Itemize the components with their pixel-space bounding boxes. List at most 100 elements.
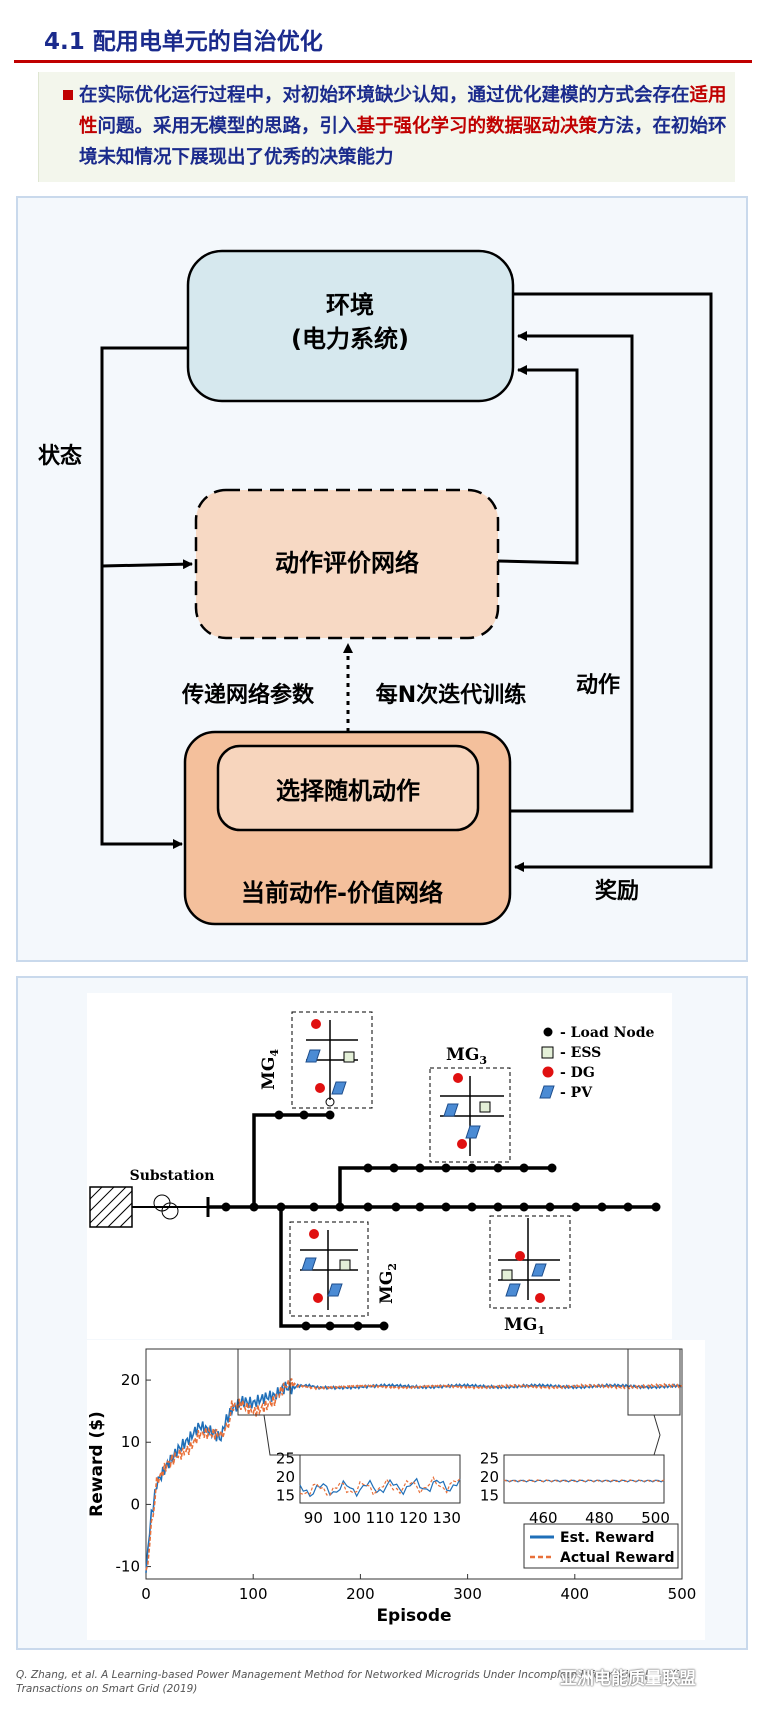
inset-1-lines [299, 1476, 461, 1498]
mg2-branch [279, 1207, 386, 1328]
mg3-branch [338, 1166, 555, 1207]
series-line-1 [145, 1378, 683, 1571]
mg3-branch-nodes [363, 1163, 557, 1173]
mg1-dg-icon [515, 1251, 525, 1261]
mg3-pv-icon-2 [465, 1125, 481, 1139]
critic-network-label: 动作评价网络 [275, 549, 419, 577]
train-every-label: 每N次迭代训练 [376, 682, 526, 708]
inset-x-tick: 130 [432, 1509, 461, 1527]
legend-dg: - DG [560, 1065, 595, 1081]
mg2-pv-icon-2 [327, 1283, 343, 1297]
environment-subtitle: (电力系统) [291, 325, 409, 353]
legend-ess: - ESS [560, 1045, 601, 1061]
intro-part-1: 在实际优化运行过程中，对初始环境缺少认知，通过优化建模的方式会存在 [79, 85, 690, 106]
y-tick-label: 20 [121, 1371, 140, 1389]
legend-ess-icon [541, 1046, 554, 1059]
inset-y-tick: 20 [480, 1468, 499, 1486]
citation-line-1: Q. Zhang, et al. A Learning-based Power … [16, 1669, 686, 1681]
transformer-icon-2 [161, 1202, 179, 1220]
x-tick-label: 300 [453, 1585, 482, 1603]
intro-highlight-2: 基于强化学习的数据驱动决策 [356, 116, 598, 137]
intro-highlight-1: 适用性 [79, 85, 727, 137]
x-axis-label: Episode [376, 1606, 451, 1626]
mg3-ess-icon [479, 1101, 491, 1113]
legend-dg-icon [542, 1066, 554, 1078]
legend-load-icon [543, 1027, 553, 1037]
mg1-pv-icon [531, 1263, 547, 1277]
critic-to-env-arrow [497, 365, 579, 565]
hatch-lines [89, 1186, 133, 1228]
inset-x-tick: 120 [399, 1509, 428, 1527]
inset-1-frame [299, 1454, 461, 1504]
inset-x-tick: 110 [366, 1509, 395, 1527]
citation: Q. Zhang, et al. A Learning-based Power … [16, 1668, 686, 1696]
mg1-box [489, 1215, 571, 1309]
mg3-label: MG3 [446, 1045, 487, 1067]
inset-x-tick: 90 [304, 1509, 323, 1527]
mg4-pv-icon-2 [331, 1081, 347, 1095]
series-lines [145, 1378, 683, 1573]
mg3-dg-icon-2 [457, 1139, 467, 1149]
state-to-critic-arrow [101, 559, 193, 570]
inset-y-tick: 15 [276, 1487, 295, 1505]
x-tick-label: 0 [141, 1585, 151, 1603]
substation-hatch-icon [89, 1186, 133, 1228]
random-action-box [216, 744, 480, 832]
action-label: 动作 [576, 673, 620, 698]
legend-load: - Load Node [560, 1025, 655, 1041]
x-tick-label: 400 [560, 1585, 589, 1603]
mg3-box [429, 1067, 511, 1163]
mg1-label: MG1 [504, 1315, 545, 1337]
legend-pv-icon [539, 1085, 555, 1099]
inset-y-tick: 25 [276, 1450, 295, 1468]
mg2-pv-icon [301, 1257, 317, 1271]
watermark: 亚洲电能质量联盟 [560, 1669, 696, 1689]
citation-line-2: Transactions on Smart Grid (2019) [16, 1683, 198, 1695]
main-feeder-nodes [221, 1202, 661, 1212]
intro-text: 在实际优化运行过程中，对初始环境缺少认知，通过优化建模的方式会存在适用性问题。采… [79, 80, 729, 173]
mg1-dg-icon-2 [535, 1293, 545, 1303]
mg2-dg-icon [309, 1229, 319, 1239]
intro-part-5: 方法，在初始环境未知情况下展现出了优秀的决策能力 [79, 116, 727, 168]
substation-label: Substation [130, 1168, 215, 1184]
legend-pv: - PV [560, 1085, 593, 1101]
y-tick-label: -10 [116, 1558, 141, 1576]
legend-actual-label: Actual Reward [560, 1550, 675, 1566]
mg4-dg-icon-2 [315, 1083, 325, 1093]
network-bg [87, 993, 672, 1339]
legend-est-label: Est. Reward [560, 1530, 654, 1546]
mg4-label: MG4 [259, 1049, 281, 1090]
mg4-pv-icon [305, 1049, 321, 1063]
intro-part-3: 问题。采用无模型的思路，引入 [97, 116, 357, 137]
inset-x-tick: 460 [529, 1509, 558, 1527]
pass-params-label: 传递网络参数 [181, 682, 315, 708]
intro-box: 在实际优化运行过程中，对初始环境缺少认知，通过优化建模的方式会存在适用性问题。采… [38, 72, 735, 182]
mg4-transformer-icon [325, 1097, 335, 1107]
reward-label: 奖励 [595, 878, 639, 904]
y-ticks: -10 0 10 20 [116, 1371, 151, 1576]
x-tick-label: 100 [239, 1585, 268, 1603]
mg2-box [289, 1221, 369, 1317]
critic-network-box [194, 488, 500, 640]
page-title: 4.1 配用电单元的自治优化 [44, 29, 323, 55]
zoom-connector-2 [653, 1414, 661, 1456]
mg2-label: MG2 [377, 1263, 399, 1304]
bullet-square-icon [63, 90, 73, 100]
mg4-dg-icon [311, 1019, 321, 1029]
title-divider [14, 60, 752, 63]
mg4-ess-icon [343, 1051, 355, 1063]
reward-arrow [513, 292, 713, 872]
inset-x-tick: 500 [641, 1509, 670, 1527]
inset-x-tick: 100 [332, 1509, 361, 1527]
y-tick-label: 0 [130, 1495, 140, 1513]
inset-2-frame [503, 1454, 665, 1504]
inset-series-1 [503, 1479, 665, 1483]
mg1-pv-icon-2 [505, 1283, 521, 1297]
y-tick-label: 10 [121, 1433, 140, 1451]
environment-box [186, 249, 515, 403]
